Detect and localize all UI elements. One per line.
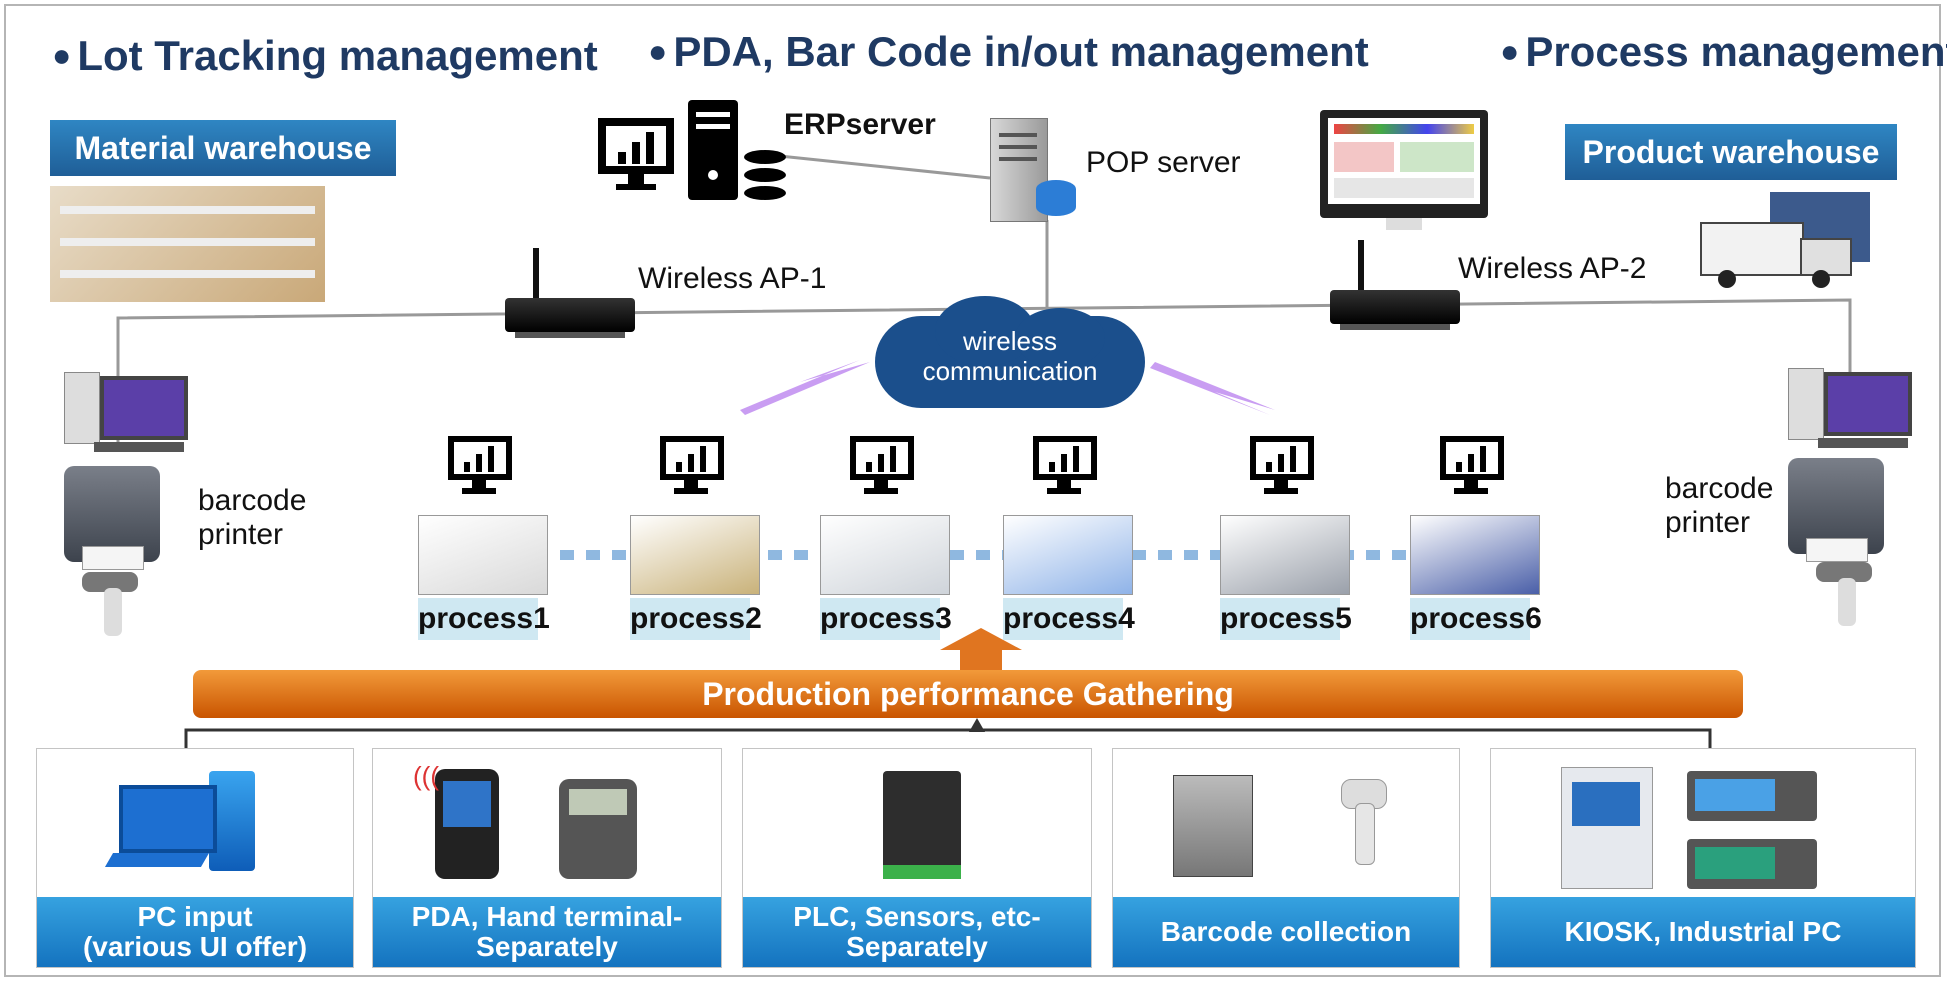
device-box-plc: PLC, Sensors, etc-Separately bbox=[742, 748, 1092, 968]
process-label: process1 bbox=[418, 598, 550, 640]
device-caption-barcode: Barcode collection bbox=[1113, 897, 1459, 967]
database-icon bbox=[744, 150, 786, 202]
pop-database-icon bbox=[1036, 180, 1076, 216]
right-barcode-printer-label: barcode printer bbox=[1665, 472, 1774, 539]
process-label: process3 bbox=[820, 598, 952, 640]
right-scanner-gun-icon bbox=[1816, 562, 1876, 632]
wireless-router-ap2-icon bbox=[1330, 240, 1460, 340]
process-label: process2 bbox=[630, 598, 762, 640]
heading-lot-tracking: ●Lot Tracking management bbox=[52, 32, 598, 79]
process-machine-image bbox=[630, 515, 760, 595]
wireless-router-ap1-icon bbox=[505, 248, 635, 348]
kiosk-icon bbox=[1561, 767, 1653, 889]
process-monitor-icon bbox=[1440, 436, 1506, 498]
process-monitor-icon bbox=[850, 436, 916, 498]
server-tower-icon bbox=[688, 100, 738, 200]
wireless-ap2-label: Wireless AP-2 bbox=[1458, 252, 1647, 285]
device-caption-kiosk: KIOSK, Industrial PC bbox=[1491, 897, 1915, 967]
cloud-label-line1: wireless bbox=[963, 326, 1057, 356]
device-box-pc: PC input(various UI offer) bbox=[36, 748, 354, 968]
production-performance-banner: Production performance Gathering bbox=[193, 670, 1743, 718]
wireless-ap1-label: Wireless AP-1 bbox=[638, 262, 827, 295]
process-machine-image bbox=[418, 515, 548, 595]
barcode-scanner-icon bbox=[1341, 779, 1387, 869]
wireless-communication-cloud: wireless communication bbox=[875, 296, 1145, 408]
cloud-label-line2: communication bbox=[922, 356, 1098, 386]
device-caption-pda: PDA, Hand terminal-Separately bbox=[373, 897, 721, 967]
left-barcode-printer-icon bbox=[64, 466, 160, 570]
erp-server-label: ERPserver bbox=[784, 108, 936, 141]
hand-terminal-icon bbox=[559, 779, 637, 879]
dashboard-monitor-icon bbox=[1320, 110, 1488, 230]
monitor-chart-icon bbox=[598, 118, 678, 198]
warehouse-shelves-image bbox=[50, 186, 325, 302]
process-monitor-icon bbox=[660, 436, 726, 498]
heading-process-management: ●Process management bbox=[1500, 28, 1947, 75]
left-workstation-icon bbox=[64, 366, 194, 456]
truck-warehouse-icon bbox=[1700, 182, 1880, 294]
right-barcode-printer-icon bbox=[1788, 458, 1884, 562]
wireless-signal-icon: ((( bbox=[413, 761, 439, 791]
process-monitor-icon bbox=[1250, 436, 1316, 498]
left-barcode-printer-label: barcode printer bbox=[198, 484, 307, 551]
process-machine-image bbox=[820, 515, 950, 595]
process-machine-image bbox=[1003, 515, 1133, 595]
process-label: process5 bbox=[1220, 598, 1352, 640]
left-scanner-gun-icon bbox=[82, 572, 142, 638]
plc-module-icon bbox=[883, 771, 961, 879]
signal-left-icon bbox=[740, 360, 870, 415]
process-monitor-icon bbox=[1033, 436, 1099, 498]
process-label: process6 bbox=[1410, 598, 1542, 640]
pda-icon bbox=[435, 769, 499, 879]
heading-pda-barcode: ●PDA, Bar Code in/out management bbox=[648, 28, 1369, 75]
signal-right-icon bbox=[1150, 362, 1275, 415]
process-machine-image bbox=[1220, 515, 1350, 595]
product-warehouse-label: Product warehouse bbox=[1565, 124, 1897, 180]
label-printer-icon bbox=[1173, 775, 1253, 877]
right-workstation-icon bbox=[1788, 362, 1918, 452]
process-machine-image bbox=[1410, 515, 1540, 595]
pop-server-label: POP server bbox=[1086, 146, 1241, 179]
device-box-barcode: Barcode collection bbox=[1112, 748, 1460, 968]
process-monitor-icon bbox=[448, 436, 514, 498]
diagram-frame bbox=[4, 4, 1941, 977]
device-caption-plc: PLC, Sensors, etc-Separately bbox=[743, 897, 1091, 967]
pc-tower-icon bbox=[104, 771, 289, 881]
device-caption-pc: PC input(various UI offer) bbox=[37, 897, 353, 967]
process-label: process4 bbox=[1003, 598, 1135, 640]
device-box-kiosk: KIOSK, Industrial PC bbox=[1490, 748, 1916, 968]
material-warehouse-label: Material warehouse bbox=[50, 120, 396, 176]
industrial-pc-top-icon bbox=[1687, 771, 1817, 821]
industrial-pc-bottom-icon bbox=[1687, 839, 1817, 889]
device-box-pda: ((( PDA, Hand terminal-Separately bbox=[372, 748, 722, 968]
